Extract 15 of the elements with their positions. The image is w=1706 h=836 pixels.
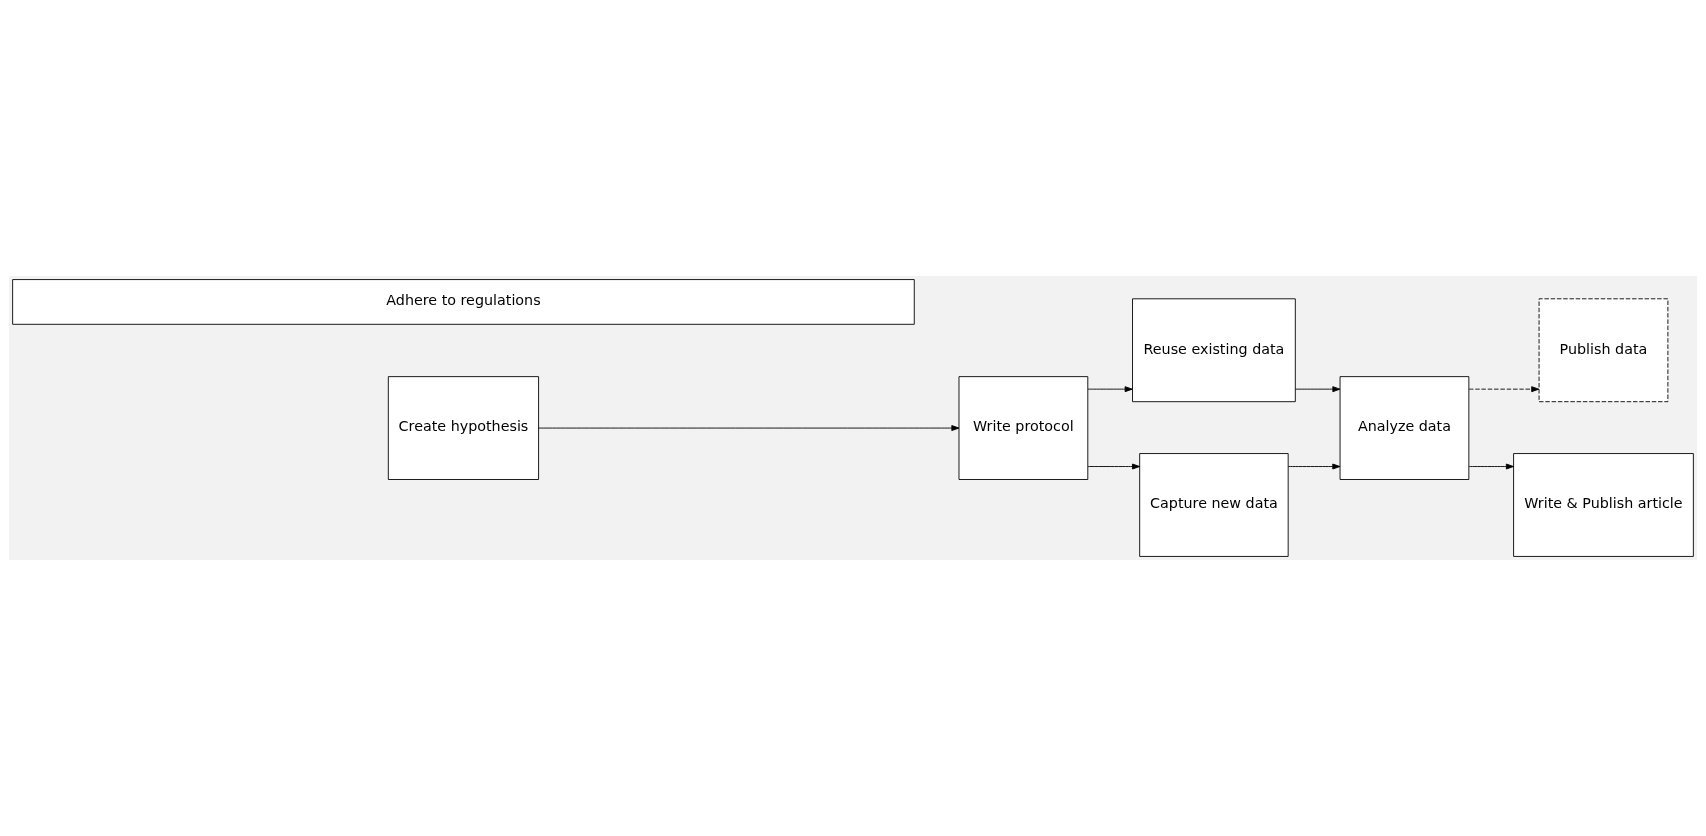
node-box: Write & Publish article xyxy=(1513,453,1694,557)
node-box: Write protocol xyxy=(958,376,1089,480)
node-box: Capture new data xyxy=(1139,453,1289,557)
node-box: Reuse existing data xyxy=(1132,298,1296,403)
arrow xyxy=(538,425,960,431)
node-box: Analyze data xyxy=(1339,376,1470,480)
node-box: Publish data xyxy=(1538,298,1669,403)
arrow xyxy=(1468,463,1514,470)
arrow xyxy=(1087,463,1141,470)
node-box: Adhere to regulations xyxy=(12,279,915,325)
arrow xyxy=(1087,386,1133,393)
arrow xyxy=(1287,463,1341,470)
node-box: Create hypothesis xyxy=(387,376,540,480)
arrow xyxy=(1295,386,1341,393)
arrow xyxy=(1468,386,1540,393)
